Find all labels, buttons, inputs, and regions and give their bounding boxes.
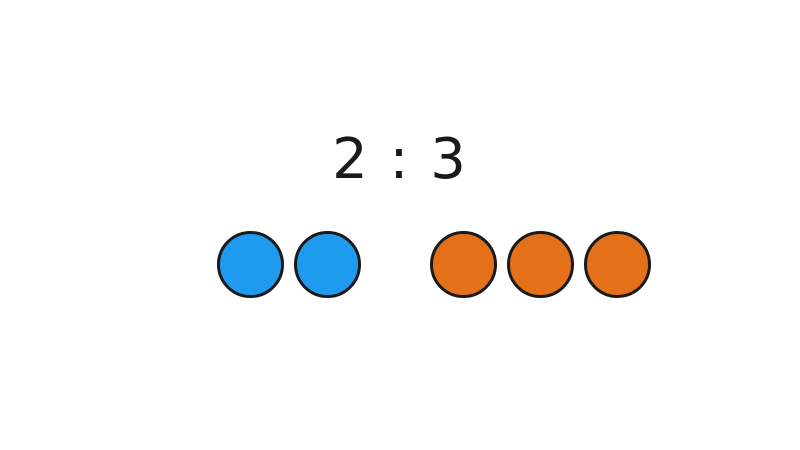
counter-dot-blue-1 <box>217 230 284 298</box>
ratio-label: 2 : 3 <box>332 127 468 192</box>
counter-dot-blue-2 <box>294 230 361 298</box>
counter-group-orange <box>430 228 651 300</box>
counter-dot-orange-1 <box>430 230 497 298</box>
counter-group-blue <box>217 228 361 300</box>
counter-rows <box>0 228 800 300</box>
counter-dot-orange-3 <box>584 230 651 298</box>
counter-dot-orange-2 <box>507 230 574 298</box>
